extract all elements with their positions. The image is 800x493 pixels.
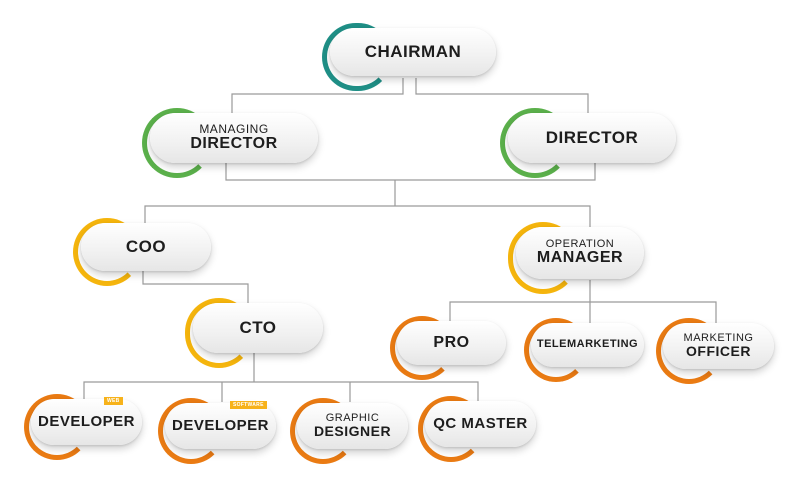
coo-pill (81, 223, 211, 271)
software-developer-tag: SOFTWARE (230, 401, 267, 409)
software-developer-pill (165, 403, 276, 449)
qc-master-title: QC MASTER (433, 415, 528, 433)
graphic-designer-subtitle: GRAPHIC (325, 411, 380, 424)
pro-pill (397, 321, 506, 365)
line-coo-cto (142, 270, 249, 308)
cto-pill (193, 303, 323, 353)
marketing-officer-pill (663, 323, 774, 369)
chairman-node: CHAIRMAN (322, 23, 496, 91)
graphic-designer-accent (290, 398, 356, 464)
operation-manager-node: OPERATION MANAGER (508, 222, 644, 294)
pro-title: PRO (433, 333, 470, 351)
chairman-pill (330, 28, 496, 76)
managing-director-node: MANAGING DIRECTOR (142, 108, 318, 178)
operation-manager-title: MANAGER (536, 249, 624, 267)
operation-manager-pill (516, 227, 644, 279)
director-title: DIRECTOR (545, 128, 639, 148)
line-om-children (449, 301, 717, 324)
graphic-designer-node: GRAPHIC DESIGNER (290, 398, 408, 464)
qc-master-node: QC MASTER (418, 396, 536, 462)
software-developer-accent (158, 398, 224, 464)
marketing-officer-subtitle: MARKETING (683, 331, 754, 344)
telemarketing-accent (524, 318, 588, 382)
coo-accent (73, 218, 141, 286)
pro-accent (390, 316, 454, 380)
managing-director-pill (150, 113, 318, 163)
cto-node: CTO (185, 298, 323, 368)
graphic-designer-title: DESIGNER (313, 423, 392, 440)
coo-node: COO (73, 218, 211, 286)
managing-director-subtitle: MANAGING (199, 122, 269, 137)
cto-accent (185, 298, 253, 368)
qc-master-pill (425, 401, 536, 447)
chairman-title: CHAIRMAN (364, 42, 462, 62)
web-developer-pill (31, 399, 142, 445)
director-accent (500, 108, 570, 178)
managing-director-title: DIRECTOR (190, 134, 278, 152)
line-chairman-dir (415, 78, 589, 116)
pro-node: PRO (390, 316, 506, 380)
managing-director-accent (142, 108, 212, 178)
operation-manager-subtitle: OPERATION (545, 237, 615, 250)
marketing-officer-title: OFFICER (686, 343, 751, 360)
line-md-bus (225, 158, 596, 181)
web-developer-accent (24, 394, 90, 460)
web-developer-tag: WEB (104, 397, 123, 405)
software-developer-title: DEVELOPER (171, 417, 270, 435)
director-node: DIRECTOR (500, 108, 676, 178)
telemarketing-node: TELEMARKETING (524, 318, 644, 382)
web-developer-title: DEVELOPER (37, 413, 136, 431)
coo-title: COO (125, 237, 167, 257)
graphic-designer-pill (297, 403, 408, 449)
operation-manager-accent (508, 222, 578, 294)
software-developer-node: SOFTWARE DEVELOPER (158, 398, 276, 464)
director-pill (508, 113, 676, 163)
line-cto-children (83, 381, 479, 402)
web-developer-node: WEB DEVELOPER (24, 394, 142, 460)
line-chairman-md (231, 78, 404, 116)
chairman-accent (322, 23, 392, 91)
cto-title: CTO (239, 318, 277, 338)
marketing-officer-accent (656, 318, 722, 384)
line-bus-coo (144, 205, 591, 228)
marketing-officer-node: MARKETING OFFICER (656, 318, 774, 384)
qc-master-accent (418, 396, 484, 462)
telemarketing-title: TELEMARKETING (536, 338, 639, 351)
telemarketing-pill (531, 323, 644, 367)
